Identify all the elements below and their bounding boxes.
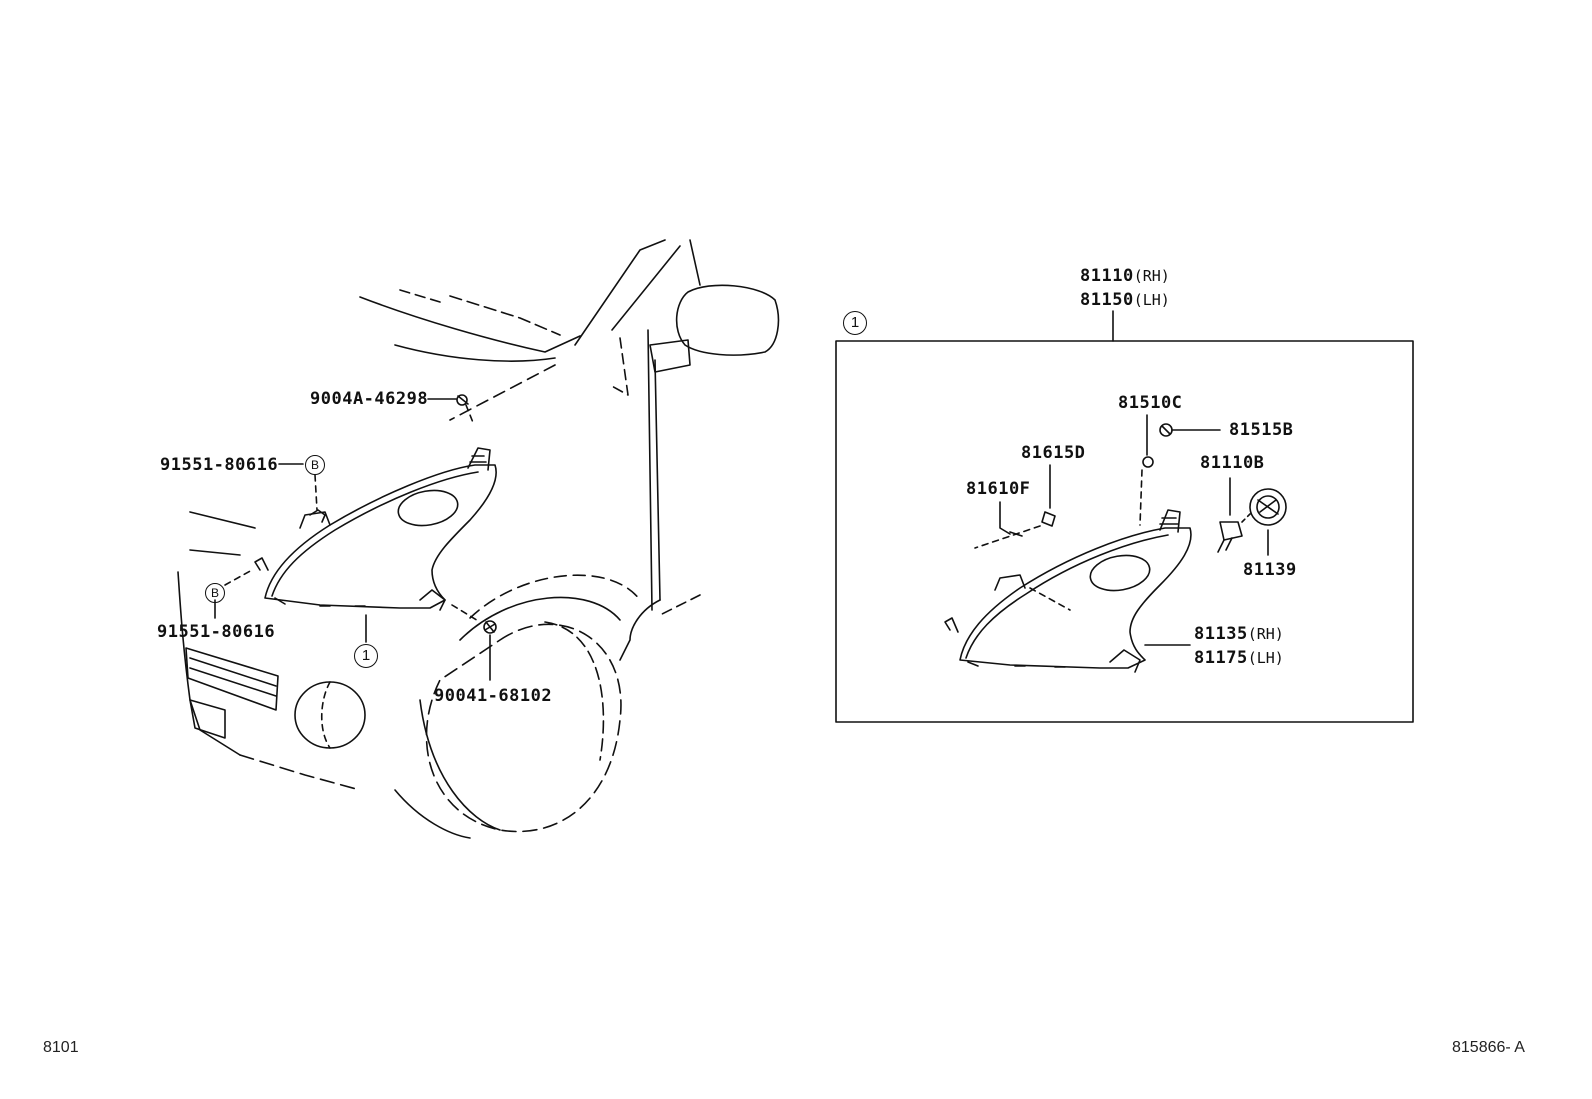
vehicle-outline bbox=[177, 239, 780, 839]
assembly-callout-1: 1 bbox=[843, 311, 867, 335]
assembly-label-lh: 81150(LH) bbox=[1080, 290, 1170, 310]
footer-right-code: 815866- A bbox=[1452, 1039, 1525, 1056]
part-label-91551-80616-upper: 91551-80616 bbox=[160, 455, 279, 475]
part-label-81515b: 81515B bbox=[1229, 420, 1294, 440]
left-headlamp bbox=[254, 447, 497, 611]
part-label-81139: 81139 bbox=[1243, 560, 1297, 580]
assembly-box bbox=[835, 310, 1414, 723]
part-label-81110b: 81110B bbox=[1200, 453, 1265, 473]
right-headlamp bbox=[944, 509, 1192, 673]
left-fasteners bbox=[214, 394, 497, 681]
part-label-91551-80616-lower: 91551-80616 bbox=[157, 622, 276, 642]
right-parts bbox=[974, 414, 1287, 646]
part-label-81615d: 81615D bbox=[1021, 443, 1086, 463]
part-label-81610f: 81610F bbox=[966, 479, 1031, 499]
part-label-9004a-46298: 9004A-46298 bbox=[310, 389, 429, 409]
part-label-90041-68102: 90041-68102 bbox=[434, 686, 553, 706]
part-label-unit-rh: 81135(RH) bbox=[1194, 624, 1284, 644]
callout-b-upper: B bbox=[305, 455, 325, 475]
part-label-81510c: 81510C bbox=[1118, 393, 1183, 413]
callout-b-lower: B bbox=[205, 583, 225, 603]
callout-ref-1: 1 bbox=[354, 644, 378, 668]
footer-left-code: 8101 bbox=[43, 1039, 79, 1056]
part-label-unit-lh: 81175(LH) bbox=[1194, 648, 1284, 668]
assembly-label-rh: 81110(RH) bbox=[1080, 266, 1170, 286]
